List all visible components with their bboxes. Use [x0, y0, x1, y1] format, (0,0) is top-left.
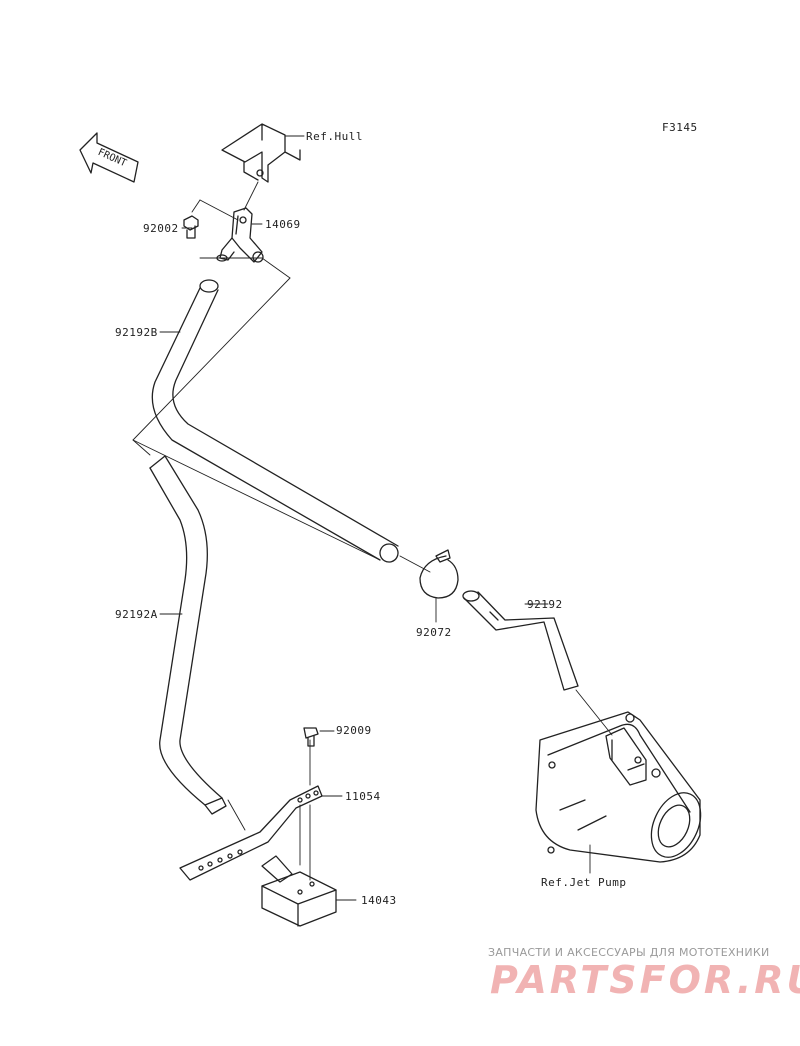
- fitting-14069: [216, 207, 264, 263]
- leader-lines: [132, 135, 613, 901]
- figure-code: F3145: [662, 121, 698, 134]
- label-92192: 92192: [527, 598, 563, 611]
- label-14043: 14043: [361, 894, 397, 907]
- label-92009: 92009: [336, 724, 372, 737]
- hull-bracket: [221, 123, 301, 183]
- bracket-11054: [179, 785, 323, 881]
- filter-14043: [261, 855, 337, 927]
- label-11054: 11054: [345, 790, 381, 803]
- label-92192B: 92192B: [115, 326, 158, 339]
- label-92072: 92072: [416, 626, 452, 639]
- hose-92192: [462, 590, 579, 691]
- screw-92009: [303, 727, 319, 747]
- hose-92192A: [149, 455, 227, 815]
- jet-pump: [535, 711, 702, 863]
- hose-92192B: [151, 279, 399, 563]
- bolt-92002: [183, 215, 199, 239]
- label-ref-jet-pump: Ref.Jet Pump: [541, 876, 627, 889]
- watermark-tagline: ЗАПЧАСТИ И АКСЕССУАРЫ ДЛЯ МОТОТЕХНИКИ: [488, 946, 770, 959]
- front-arrow-icon: FRONT: [79, 132, 139, 183]
- watermark-brand: PARTSFOR.RU: [490, 958, 800, 1002]
- clamp-92072: [419, 549, 459, 599]
- label-ref-hull: Ref.Hull: [306, 130, 363, 143]
- label-92192A: 92192A: [115, 608, 158, 621]
- label-92002: 92002: [143, 222, 179, 235]
- label-14069: 14069: [265, 218, 301, 231]
